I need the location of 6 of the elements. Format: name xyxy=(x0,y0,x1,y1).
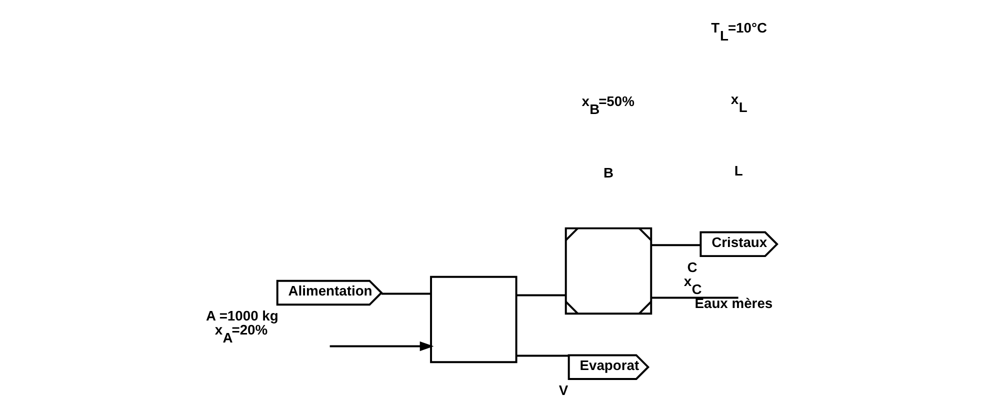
label: L xyxy=(734,162,742,178)
node-label: C xyxy=(686,259,697,276)
edge-label: Eaux mères xyxy=(694,294,772,311)
label: B xyxy=(603,164,614,180)
node-label: A =1000 kg xyxy=(205,308,278,324)
node-label: V xyxy=(558,382,568,398)
